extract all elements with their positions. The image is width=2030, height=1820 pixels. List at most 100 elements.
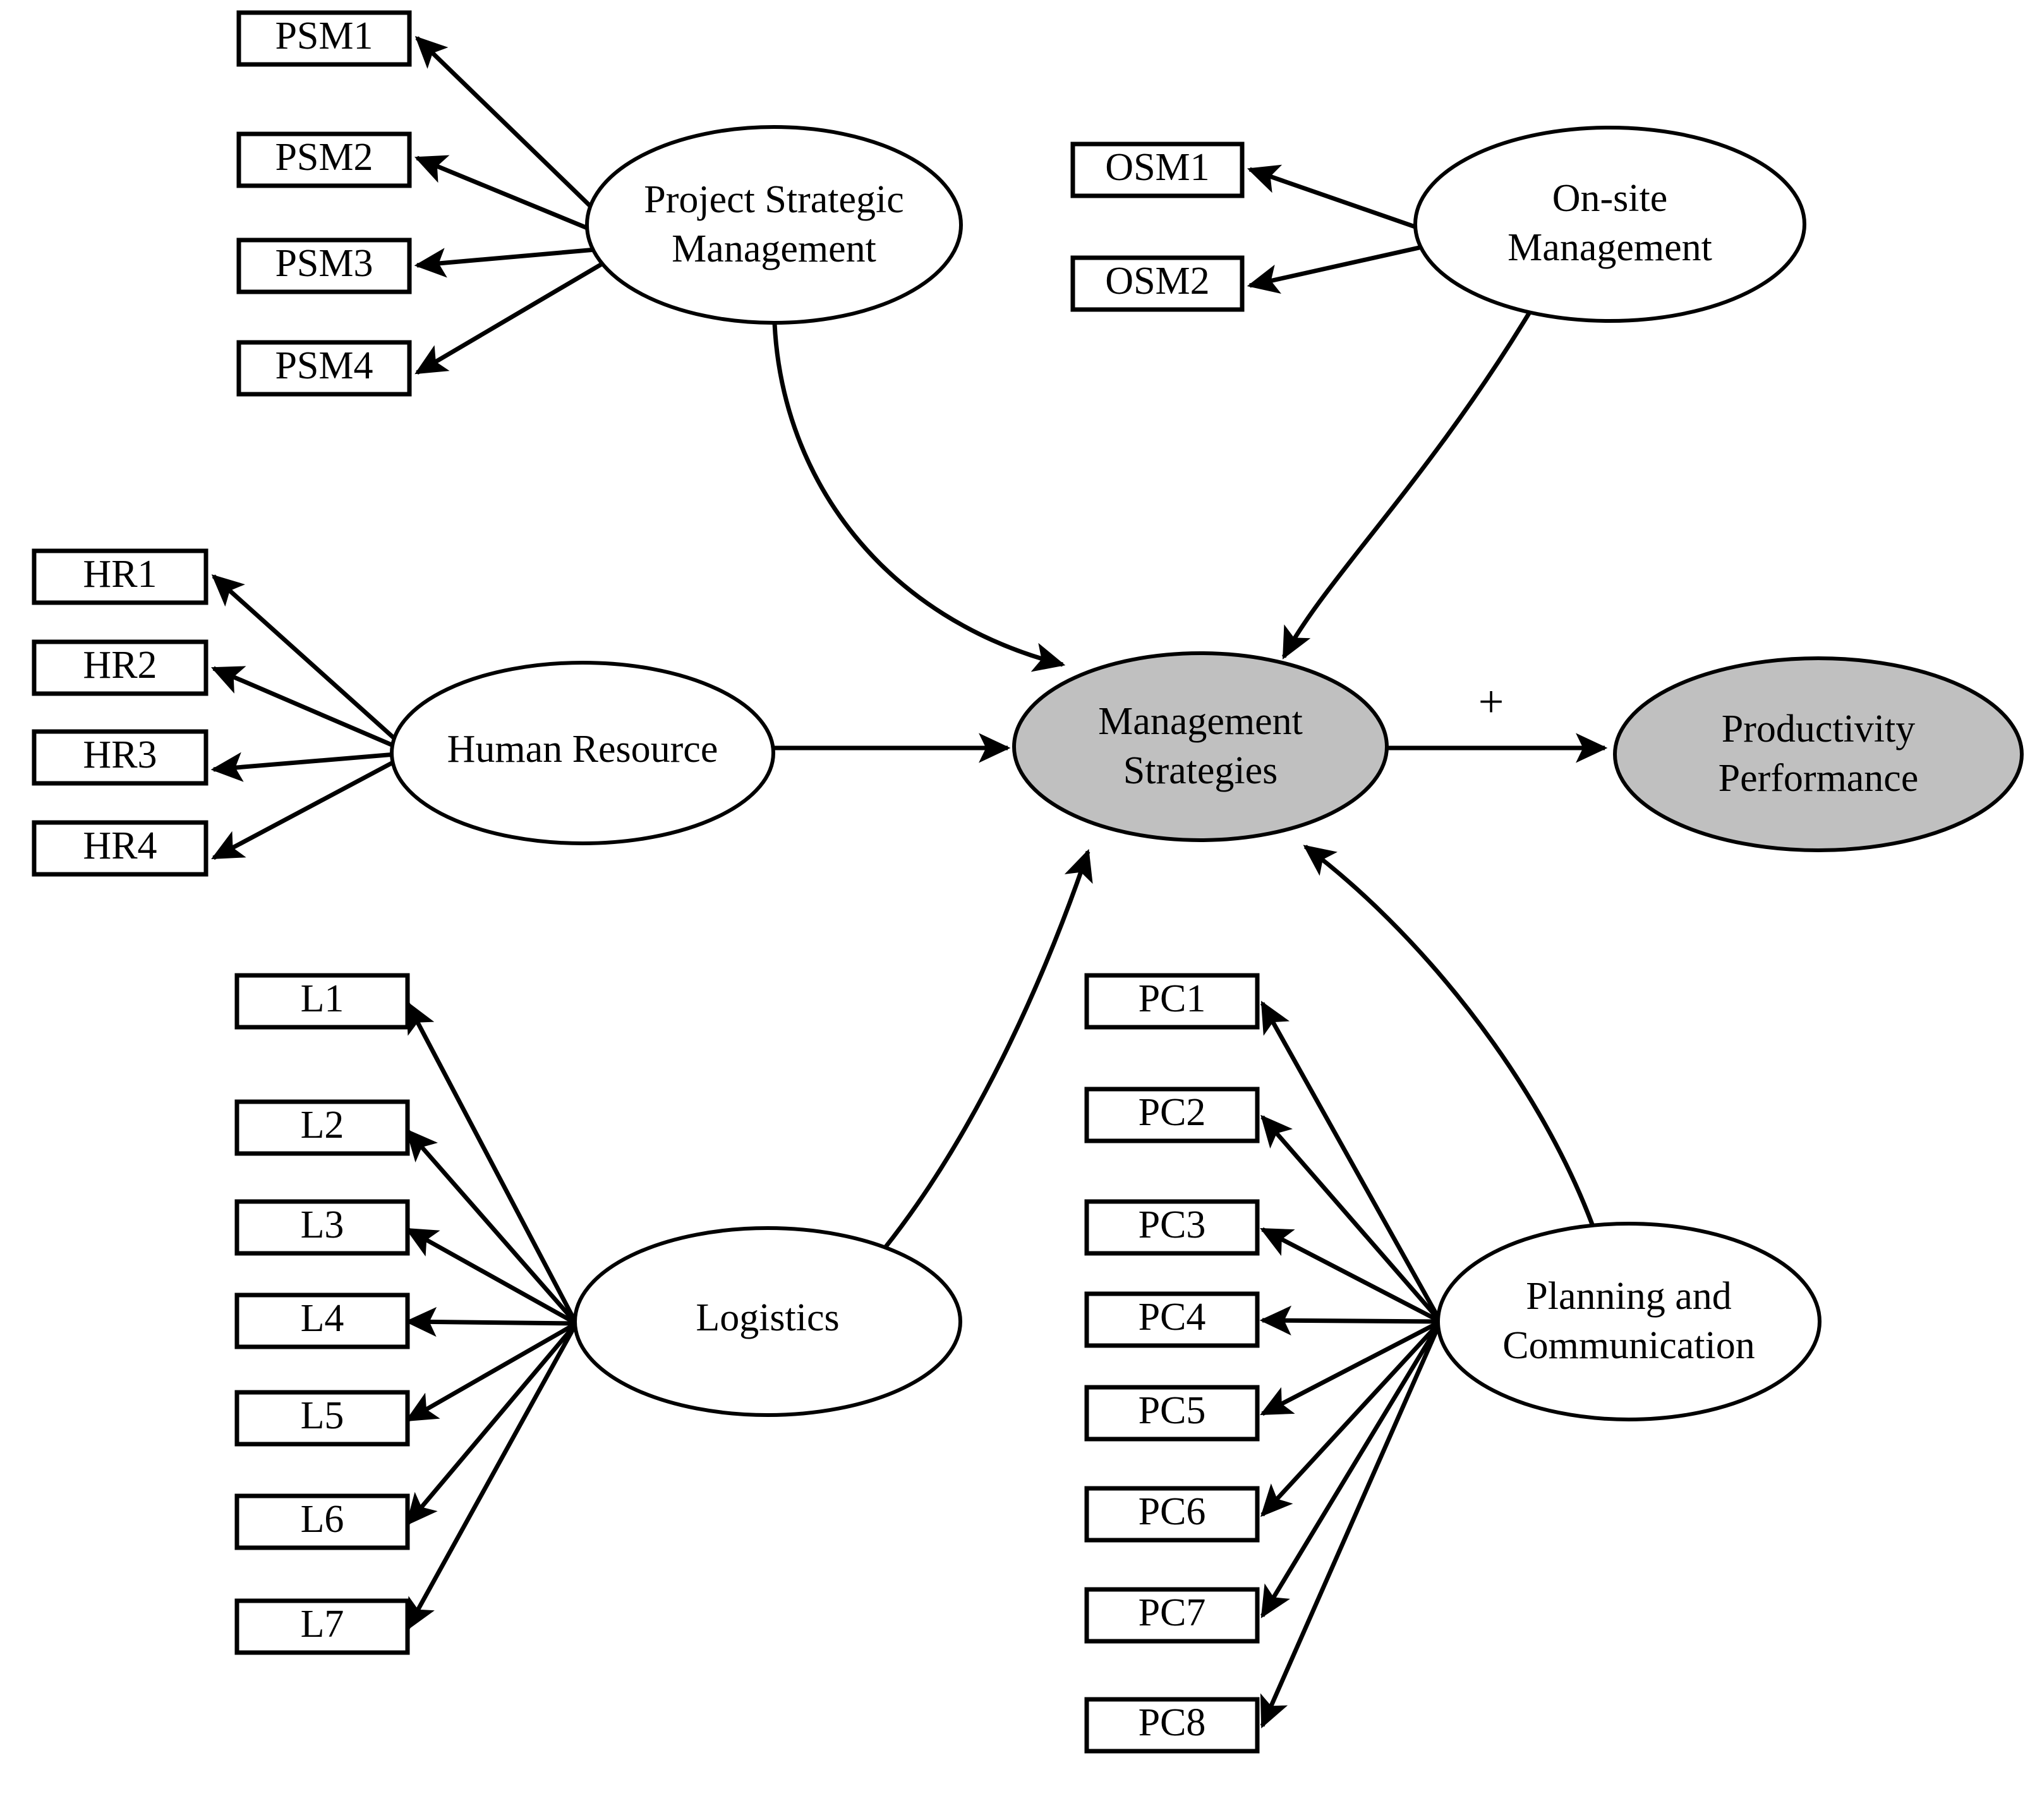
indicator-label-pc8: PC8 — [1139, 1701, 1206, 1744]
latent-psm[interactable]: Project Strategic Management — [585, 125, 963, 325]
indicator-box-psm2[interactable]: PSM2 — [236, 131, 412, 188]
loading-psm-psm4 — [414, 244, 633, 375]
indicator-label-pc4: PC4 — [1139, 1296, 1206, 1339]
loading-log-l4 — [404, 1306, 577, 1337]
indicator-label-psm1: PSM1 — [275, 15, 373, 57]
indicator-label-pc2: PC2 — [1139, 1091, 1206, 1134]
indicator-label-osm1: OSM1 — [1105, 146, 1209, 189]
loading-pc-pc5 — [1260, 1319, 1442, 1416]
indicator-box-pc3[interactable]: PC3 — [1084, 1199, 1260, 1256]
structural-path-psm-to-ms — [772, 323, 1066, 672]
indicator-box-l4[interactable]: L4 — [234, 1293, 410, 1349]
latent-ms[interactable]: Management Strategies — [1012, 651, 1389, 842]
loading-hr-hr2 — [210, 666, 412, 756]
latent-label-hr-line1: Human Resource — [447, 728, 718, 771]
indicator-box-pc6[interactable]: PC6 — [1084, 1486, 1260, 1543]
indicator-box-pc8[interactable]: PC8 — [1084, 1697, 1260, 1754]
indicator-box-pc2[interactable]: PC2 — [1084, 1087, 1260, 1143]
indicator-box-l6[interactable]: L6 — [234, 1493, 410, 1550]
loading-log-l1 — [405, 1001, 579, 1325]
structural-paths-group: + — [772, 312, 1608, 1250]
indicator-box-pc7[interactable]: PC7 — [1084, 1587, 1260, 1644]
indicator-label-l7: L7 — [301, 1603, 344, 1646]
loading-pc-pc8 — [1260, 1320, 1443, 1729]
indicator-box-l7[interactable]: L7 — [234, 1598, 410, 1655]
latent-pc[interactable]: Planning and Communication — [1436, 1222, 1822, 1421]
indicator-label-osm2: OSM2 — [1105, 260, 1209, 303]
loading-log-l6 — [406, 1322, 578, 1526]
indicator-label-pc5: PC5 — [1139, 1389, 1206, 1432]
loading-hr-hr4 — [211, 750, 412, 860]
latent-label-ms-line2: Strategies — [1123, 749, 1278, 792]
latent-label-osm-line1: On-site — [1552, 177, 1668, 220]
indicator-label-hr2: HR2 — [83, 644, 157, 687]
indicator-box-pc4[interactable]: PC4 — [1084, 1291, 1260, 1348]
loading-pc-pc7 — [1260, 1320, 1442, 1618]
latent-label-pp-line1: Productivity — [1722, 708, 1916, 750]
indicator-label-pc7: PC7 — [1139, 1591, 1206, 1634]
indicator-label-l1: L1 — [301, 977, 344, 1020]
indicator-box-psm3[interactable]: PSM3 — [236, 238, 412, 294]
indicator-label-l3: L3 — [301, 1203, 344, 1246]
indicator-label-l6: L6 — [301, 1498, 344, 1541]
path-sign-ms-to-pp: + — [1478, 677, 1504, 727]
indicator-box-pc1[interactable]: PC1 — [1084, 973, 1260, 1030]
latent-hr[interactable]: Human Resource — [390, 661, 775, 845]
loading-pc-pc6 — [1260, 1320, 1442, 1517]
logistics-measurement-group: L1 L2 L3 L4 L5 L6 — [234, 973, 962, 1655]
indicator-box-pc5[interactable]: PC5 — [1084, 1385, 1260, 1442]
loading-arrows-hr — [210, 574, 413, 860]
indicator-label-pc6: PC6 — [1139, 1490, 1206, 1533]
latent-label-pc-line1: Planning and — [1526, 1275, 1731, 1318]
indicator-box-psm4[interactable]: PSM4 — [236, 340, 412, 397]
loading-hr-hr1 — [211, 574, 413, 755]
structural-path-pc-to-ms — [1303, 845, 1595, 1226]
latent-label-psm-line1: Project Strategic — [644, 178, 903, 221]
latent-label-ms-line1: Management — [1098, 700, 1303, 743]
loading-log-l7 — [405, 1322, 579, 1631]
latent-label-logistics-line1: Logistics — [696, 1296, 839, 1339]
indicator-label-l2: L2 — [301, 1104, 344, 1147]
indicator-box-psm1[interactable]: PSM1 — [236, 10, 412, 67]
structural-path-logistics-to-ms — [883, 848, 1093, 1250]
indicator-label-hr4: HR4 — [83, 824, 157, 867]
latent-osm[interactable]: On-site Management — [1413, 126, 1806, 323]
indicator-box-hr1[interactable]: HR1 — [32, 548, 208, 605]
latent-logistics[interactable]: Logistics — [573, 1226, 962, 1417]
indicator-label-pc3: PC3 — [1139, 1203, 1206, 1246]
latent-label-osm-line2: Management — [1507, 226, 1712, 269]
loading-hr-hr3 — [210, 750, 411, 782]
indicator-label-l4: L4 — [301, 1297, 344, 1340]
indicator-label-psm4: PSM4 — [275, 344, 373, 387]
indicator-box-l1[interactable]: L1 — [234, 973, 410, 1030]
indicator-box-osm2[interactable]: OSM2 — [1070, 255, 1245, 312]
loading-pc-pc1 — [1260, 1001, 1443, 1323]
loading-arrows-logistics — [404, 1001, 579, 1631]
indicator-box-l5[interactable]: L5 — [234, 1390, 410, 1447]
indicator-label-hr3: HR3 — [83, 733, 157, 776]
osm-measurement-group: OSM1 OSM2 On-site Management — [1070, 126, 1806, 323]
indicator-box-osm1[interactable]: OSM1 — [1070, 142, 1245, 198]
latent-label-pp-line2: Performance — [1719, 757, 1919, 800]
indicator-box-l3[interactable]: L3 — [234, 1199, 410, 1256]
indicator-label-pc1: PC1 — [1139, 977, 1206, 1020]
indicator-label-psm3: PSM3 — [275, 242, 373, 285]
latent-label-psm-line2: Management — [672, 227, 876, 270]
indicator-box-l2[interactable]: L2 — [234, 1099, 410, 1156]
indicator-box-hr4[interactable]: HR4 — [32, 820, 208, 877]
indicator-label-psm2: PSM2 — [275, 136, 373, 179]
loading-log-l2 — [406, 1128, 578, 1325]
indicator-label-hr1: HR1 — [83, 553, 157, 596]
indicator-box-hr2[interactable]: HR2 — [32, 639, 208, 696]
loading-pc-pc3 — [1260, 1227, 1442, 1324]
loading-log-l3 — [405, 1227, 577, 1326]
indicator-box-hr3[interactable]: HR3 — [32, 729, 208, 786]
psm-measurement-group: PSM1 PSM2 PSM3 PSM4 Project Strategic Ma… — [236, 10, 963, 397]
indicator-label-l5: L5 — [301, 1394, 344, 1437]
loading-log-l5 — [405, 1321, 577, 1423]
latent-pp[interactable]: Productivity Performance — [1613, 656, 2024, 852]
structural-path-osm-to-ms — [1281, 312, 1531, 660]
loading-pc-pc2 — [1260, 1114, 1442, 1323]
loading-pc-pc4 — [1259, 1305, 1441, 1335]
